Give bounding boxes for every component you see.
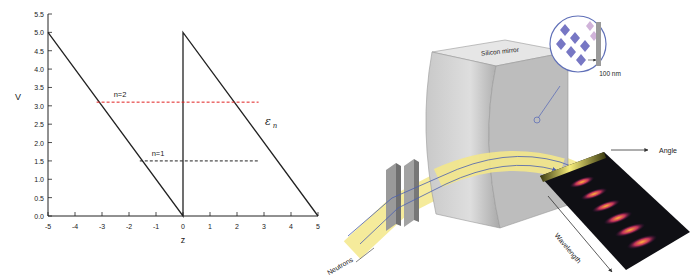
energy-symbol: ε	[265, 116, 271, 127]
y-axis	[48, 14, 49, 216]
tick-label: -5	[45, 223, 51, 230]
level-label: n=1	[152, 150, 165, 158]
tick-mark	[102, 212, 103, 216]
tick-label: 1.5	[34, 157, 44, 164]
leader-line	[356, 248, 374, 262]
tick-label: 0	[181, 223, 185, 230]
angle-arrow	[611, 150, 648, 151]
dimension-label: 100 nm	[599, 71, 621, 78]
wave-packets	[556, 21, 598, 66]
tick-mark	[48, 197, 52, 198]
tick-label: 5	[316, 223, 320, 230]
tick-label: 1.0	[34, 176, 44, 183]
detector-screen	[540, 152, 690, 270]
tick-label: 2.0	[34, 139, 44, 146]
tick-mark	[48, 87, 52, 88]
slit-plate	[404, 159, 414, 227]
tick-mark	[48, 124, 52, 125]
tick-label: -2	[126, 223, 132, 230]
part-label: Silicon mirror	[481, 47, 519, 57]
tick-label: -1	[153, 223, 159, 230]
tick-label: 4	[289, 223, 293, 230]
mirror-surface	[596, 22, 601, 66]
zoom-spot	[534, 117, 540, 123]
tick-label: 0.5	[34, 194, 44, 201]
tick-mark	[48, 216, 52, 217]
energy-level	[97, 102, 259, 103]
axis-title: V	[15, 93, 21, 102]
angle-bar	[540, 152, 606, 182]
tick-label: -3	[99, 223, 105, 230]
tick-mark	[48, 50, 52, 51]
axis-label: Angle	[659, 147, 677, 154]
spot	[568, 174, 595, 190]
tick-label: 4.5	[34, 47, 44, 54]
potential-curve	[48, 32, 318, 216]
leader-line	[538, 86, 560, 118]
energy-subscript: n	[273, 123, 278, 130]
tick-mark	[48, 142, 52, 143]
part-label: Neutrons	[326, 256, 354, 276]
spot	[613, 220, 646, 239]
tick-mark	[48, 69, 52, 70]
tick-label: 3.0	[34, 102, 44, 109]
tick-mark	[237, 212, 238, 216]
tick-mark	[129, 212, 130, 216]
magnifier	[550, 16, 606, 72]
tick-mark	[75, 212, 76, 216]
tick-mark	[156, 212, 157, 216]
spot	[602, 209, 633, 228]
dimension-arrow	[588, 60, 596, 61]
tick-mark	[48, 212, 49, 216]
tick-mark	[264, 212, 265, 216]
tick-mark	[48, 160, 52, 161]
axis-title: z	[181, 236, 186, 245]
tick-mark	[48, 14, 52, 15]
tick-label: 5.0	[34, 29, 44, 36]
wavelength-arrow	[548, 196, 612, 272]
spot	[579, 185, 608, 202]
tick-label: 2	[235, 223, 239, 230]
tick-mark	[48, 105, 52, 106]
energy-level	[140, 160, 259, 161]
wave-packet	[556, 24, 590, 66]
tick-label: 3	[262, 223, 266, 230]
tick-label: 4.0	[34, 66, 44, 73]
interference-spots	[568, 174, 658, 252]
tick-label: 3.5	[34, 84, 44, 91]
tick-mark	[48, 179, 52, 180]
tick-label: 2.5	[34, 121, 44, 128]
tick-label: 1	[208, 223, 212, 230]
tick-label: 0.0	[34, 213, 44, 220]
trajectory	[360, 165, 556, 244]
spot	[591, 197, 622, 215]
axis-label: Wavelength	[554, 232, 583, 265]
slit-plate	[414, 159, 419, 222]
spot	[625, 232, 658, 252]
tick-label: -4	[72, 223, 78, 230]
tick-mark	[291, 212, 292, 216]
tick-mark	[210, 212, 211, 216]
level-label: n=2	[114, 91, 127, 99]
tick-label: 5.5	[34, 11, 44, 18]
mirror-side	[489, 52, 568, 228]
